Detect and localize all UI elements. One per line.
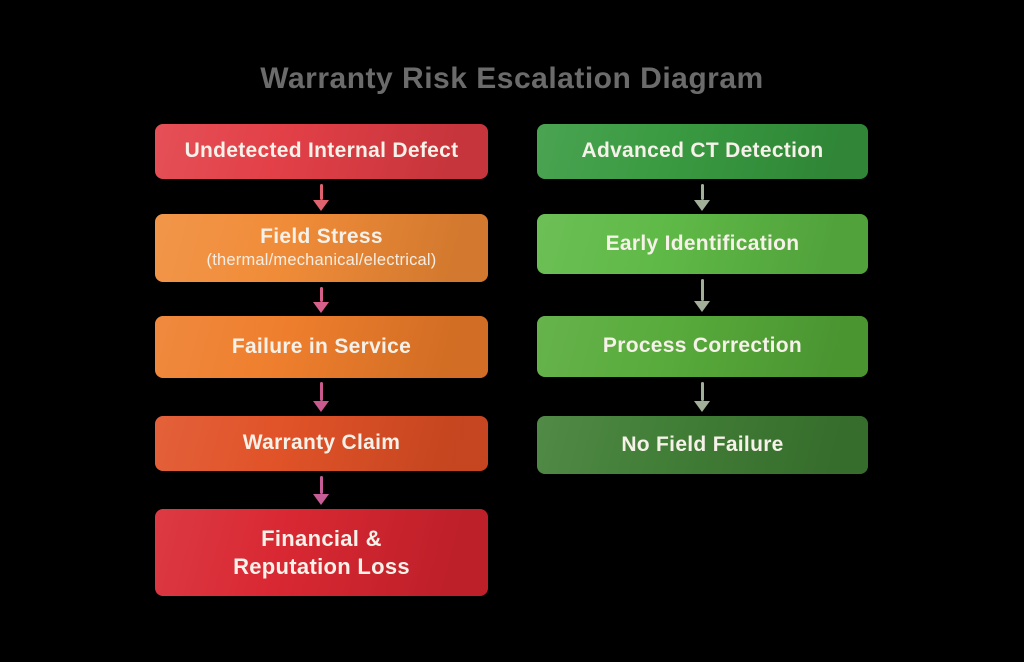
mitigation-step-early-identification: Early Identification: [537, 214, 868, 274]
mitigation-step-no-field-failure: No Field Failure: [537, 416, 868, 474]
risk-step-failure-in-service: Failure in Service: [155, 316, 488, 378]
mitigation-step-label: Early Identification: [605, 231, 800, 255]
page-title: Warranty Risk Escalation Diagram: [260, 62, 764, 95]
mitigation-step-advanced-ct-detection: Advanced CT Detection: [537, 124, 868, 179]
down-arrow-icon: [693, 184, 711, 211]
risk-step-field-stress: Field Stress (thermal/mechanical/electri…: [155, 214, 488, 282]
down-arrow-icon: [312, 184, 330, 211]
risk-step-label: Failure in Service: [231, 334, 412, 358]
risk-step-label: Warranty Claim: [242, 431, 401, 455]
mitigation-step-process-correction: Process Correction: [537, 316, 868, 377]
risk-step-undetected-internal-defect: Undetected Internal Defect: [155, 124, 488, 179]
mitigation-step-label: Process Correction: [602, 334, 803, 358]
down-arrow-icon: [312, 476, 330, 505]
risk-step-financial-reputation-loss: Financial & Reputation Loss: [155, 509, 488, 596]
risk-step-label-line1: Financial &: [261, 526, 382, 551]
down-arrow-icon: [312, 287, 330, 313]
down-arrow-icon: [693, 279, 711, 312]
risk-step-warranty-claim: Warranty Claim: [155, 416, 488, 471]
risk-step-label: Undetected Internal Defect: [184, 139, 459, 163]
risk-step-label-line2: Reputation Loss: [233, 553, 410, 579]
risk-step-sublabel: (thermal/mechanical/electrical): [206, 251, 437, 270]
down-arrow-icon: [312, 382, 330, 412]
mitigation-step-label: No Field Failure: [621, 432, 784, 456]
mitigation-step-label: Advanced CT Detection: [581, 139, 824, 163]
down-arrow-icon: [693, 382, 711, 412]
risk-step-label: Field Stress: [260, 225, 383, 249]
